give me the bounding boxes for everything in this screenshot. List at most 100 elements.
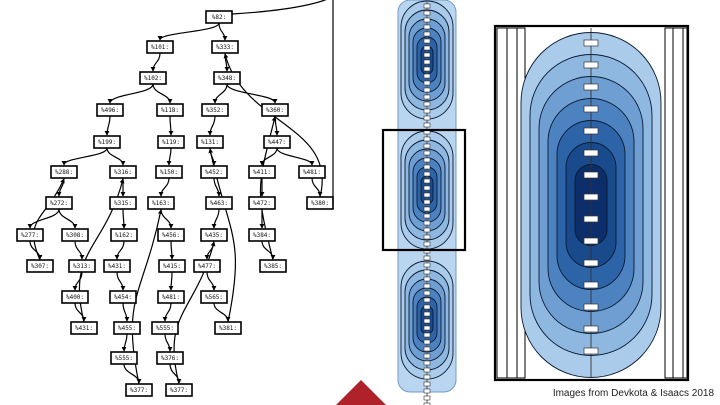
graph-node-label: %477: [198,263,216,270]
graph-edge [226,83,278,104]
graph-node[interactable]: %377: [125,383,153,397]
spine-node [423,143,431,149]
graph-node[interactable]: %435: [200,228,228,242]
spine-node [423,150,431,156]
spine-node [423,262,431,268]
graph-edge [104,115,111,136]
graph-node[interactable]: %119: [157,135,185,149]
graph-node[interactable]: %415: [158,259,186,273]
graph-node[interactable]: %101: [146,40,174,54]
graph-edge [150,52,161,72]
graph-node[interactable]: %472: [248,196,276,210]
graph-node[interactable]: %360: [261,103,289,117]
graph-node[interactable]: %454: [109,290,137,304]
graph-node[interactable]: %162: [110,228,138,242]
graph-node[interactable]: %315: [109,196,137,210]
graph-edge [213,302,231,322]
graph-node-label: %131: [201,139,219,146]
graph-node[interactable]: %376: [156,351,184,365]
graph-node[interactable]: %316: [109,165,137,179]
graph-node[interactable]: %272: [45,196,73,210]
graph-edge [207,115,216,136]
graph-node-label: %456: [162,232,180,239]
spine-node [583,325,599,333]
graph-node[interactable]: %307: [26,259,54,273]
graph-node-label: %452: [205,169,223,176]
graph-edge [166,147,172,166]
spine-node [423,178,431,184]
graph-node[interactable]: %481: [157,290,185,304]
graph-node[interactable]: %463: [205,196,233,210]
zoom-stripe [496,27,508,379]
spine-node [423,332,431,338]
graph-node[interactable]: %496: [96,103,124,117]
graph-node[interactable]: %348: [213,71,241,85]
spine-node [423,199,431,205]
graph-node[interactable]: %102: [139,71,167,85]
graph-node[interactable]: %452: [200,165,228,179]
graph-node[interactable]: %380: [306,196,334,210]
graph-node[interactable]: %455: [113,321,141,335]
spine-node [423,311,431,317]
graph-node[interactable]: %381: [214,321,242,335]
spine-node [423,101,431,107]
graph-node[interactable]: %163: [147,196,175,210]
graph-node[interactable]: %199: [93,135,121,149]
spine-node [423,234,431,240]
zoom-selection-box[interactable] [381,128,467,252]
graph-node[interactable]: %150: [155,165,183,179]
graph-node[interactable]: %555: [151,321,179,335]
spine-node [423,38,431,44]
graph-node-label: %162: [115,232,133,239]
graph-node[interactable]: %456: [157,228,185,242]
graph-node[interactable]: %118: [156,103,184,117]
spine-node [423,31,431,37]
graph-node[interactable]: %565: [200,290,228,304]
graph-node[interactable]: %447: [263,135,291,149]
spine-node [423,17,431,23]
graph-node[interactable]: %555: [110,351,138,365]
graph-edge [107,83,154,104]
spine-node [423,157,431,163]
graph-node[interactable]: %131: [196,135,224,149]
spine-node [583,303,599,311]
spine-node [423,59,431,65]
graph-edge [218,22,228,41]
graph-node[interactable]: %384: [248,228,276,242]
spine-node [583,259,599,267]
graph-node-label: %163: [152,200,170,207]
graph-node[interactable]: %400: [61,290,89,304]
graph-node[interactable]: %277: [16,228,44,242]
graph-node-label: %277: [21,232,39,239]
graph-node[interactable]: %288: [50,165,78,179]
graph-node[interactable]: %481: [298,165,326,179]
graph-node-label: %316: [114,169,132,176]
spine-node [583,215,599,223]
graph-node-label: %272: [50,200,68,207]
graph-node[interactable]: %313: [68,259,96,273]
spine-node [423,276,431,282]
band-zoom-panel [493,24,690,382]
graph-edge [211,208,220,229]
graph-node[interactable]: %431: [70,321,98,335]
graph-edge [213,177,222,197]
graph-node[interactable]: %82: [205,10,233,24]
spine-node [423,164,431,170]
graph-node[interactable]: %377: [165,383,193,397]
spine-node [423,360,431,366]
graph-node[interactable]: %333: [211,40,239,54]
spine-node [423,10,431,16]
graph-node[interactable]: %411: [248,165,276,179]
spine-node [423,220,431,226]
graph-node[interactable]: %308: [61,228,89,242]
graph-node[interactable]: %352: [201,103,229,117]
graph-node[interactable]: %477: [193,259,221,273]
spine-node [423,206,431,212]
graph-node-label: %119: [162,139,180,146]
graph-edge [58,208,78,229]
graph-node[interactable]: %431: [103,259,131,273]
spine-node [423,297,431,303]
graph-node-label: %481: [303,169,321,176]
spine-node [583,105,599,113]
graph-node[interactable]: %385: [259,259,287,273]
